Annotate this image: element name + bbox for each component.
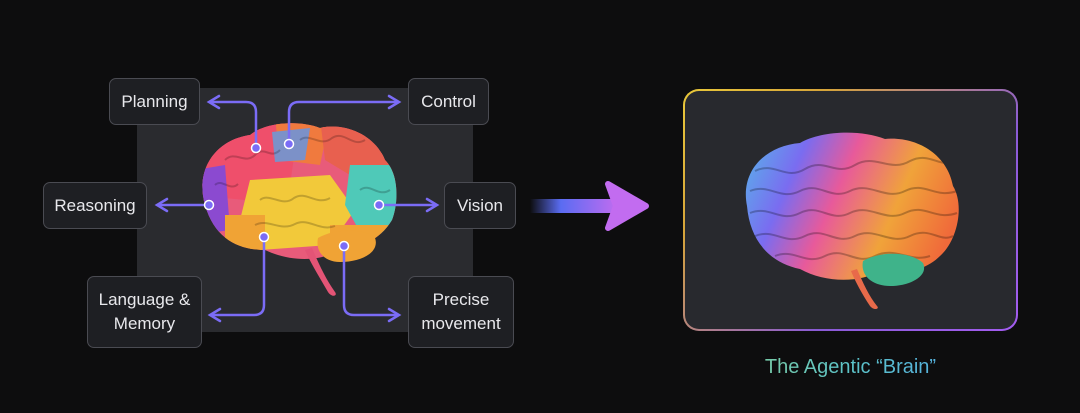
control-connector	[287, 100, 398, 146]
reasoning-arrowhead	[154, 197, 169, 213]
planning-label-box: Planning	[109, 78, 200, 125]
reasoning-label-box: Reasoning	[43, 182, 147, 229]
planning-connector	[210, 100, 258, 150]
planning-node	[250, 142, 262, 154]
planning-label: Planning	[121, 91, 188, 111]
brain-left	[202, 123, 397, 296]
precise-movement-label-box: Precise movement	[408, 276, 514, 348]
precise-node	[338, 240, 350, 252]
vision-label: Vision	[457, 195, 503, 215]
reasoning-node	[203, 199, 215, 211]
agentic-brain-card	[683, 89, 1018, 331]
control-label: Control	[421, 91, 476, 111]
control-node	[283, 138, 295, 150]
language-memory-label: Language & Memory	[98, 290, 191, 333]
control-label-box: Control	[408, 78, 489, 125]
connector-nodes	[203, 138, 385, 252]
agentic-brain-card-inner	[685, 91, 1016, 329]
language-connector	[211, 235, 266, 317]
language-node	[258, 231, 270, 243]
control-arrowhead	[387, 94, 402, 110]
precise-arrowhead	[387, 307, 402, 323]
reasoning-label: Reasoning	[54, 195, 136, 215]
agentic-brain-caption: The Agentic “Brain”	[683, 354, 1018, 380]
precise-connector	[342, 244, 398, 317]
vision-node	[373, 199, 385, 211]
connector-lines	[154, 94, 440, 323]
agentic-brain-illustration	[745, 132, 959, 310]
precise-movement-label: Precise movement	[421, 290, 501, 333]
planning-arrowhead	[206, 94, 221, 110]
transition-arrow	[530, 181, 649, 231]
language-arrowhead	[207, 307, 222, 323]
vision-label-box: Vision	[444, 182, 516, 229]
language-memory-label-box: Language & Memory	[87, 276, 202, 348]
vision-arrowhead	[425, 197, 440, 213]
